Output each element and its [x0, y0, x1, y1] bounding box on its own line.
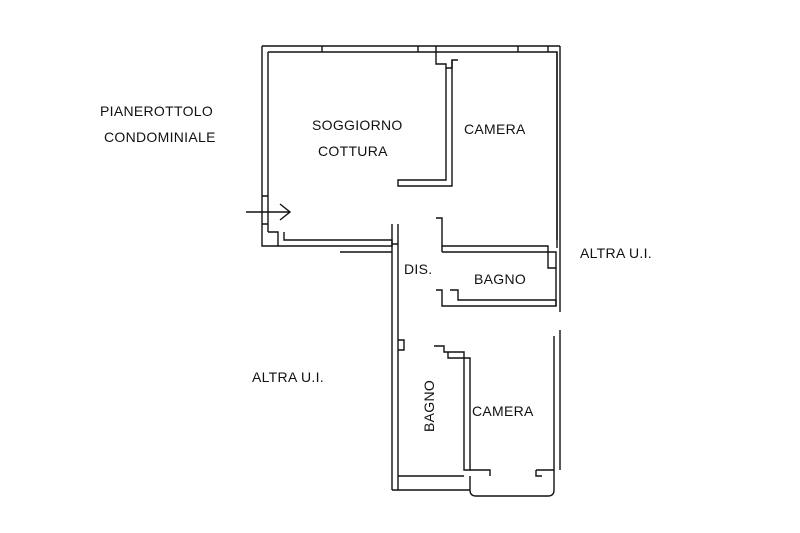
bagno-top-right-wall — [555, 250, 561, 312]
partition-living-camera — [397, 60, 453, 187]
label-landing-line2: CONDOMINIALE — [104, 129, 216, 145]
corridor-right-pier — [436, 217, 557, 269]
corridor-left-wall — [391, 224, 399, 490]
label-camera-bottom: CAMERA — [472, 403, 534, 419]
bottom-exterior-wall — [392, 469, 554, 491]
right-exterior-wall-lower — [553, 330, 561, 470]
entry-arrow — [246, 203, 292, 221]
balcony — [469, 470, 555, 497]
label-landing-line1: PIANEROTTOLO — [100, 103, 214, 119]
label-altra-right: ALTRA U.I. — [580, 245, 652, 261]
corridor-wall-detail — [392, 243, 405, 351]
entry-door-jambs — [262, 195, 268, 225]
label-bagno-top: BAGNO — [474, 271, 527, 287]
label-living-line1: SOGGIORNO — [312, 117, 403, 133]
label-living-line2: COTTURA — [318, 143, 388, 159]
top-exterior-wall — [261, 45, 560, 240]
living-bottom-wall — [268, 231, 393, 247]
right-exterior-wall-upper — [556, 46, 561, 250]
bagno-top-walls — [436, 289, 557, 307]
living-bottom-wall-2 — [261, 240, 392, 253]
top-wall-window-marks — [321, 46, 549, 52]
label-altra-left: ALTRA U.I. — [252, 369, 324, 385]
label-bagno-bottom: BAGNO — [421, 379, 437, 432]
label-camera-top: CAMERA — [464, 121, 526, 137]
label-dis: DIS. — [404, 261, 433, 277]
living-corner-pier — [435, 52, 458, 69]
bagno-bottom-partition — [434, 345, 471, 471]
